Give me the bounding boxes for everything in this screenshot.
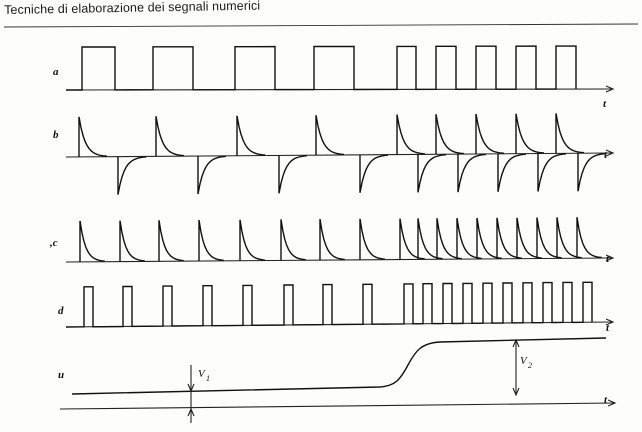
header-rule <box>3 23 639 28</box>
trace-c-arrowhead <box>605 254 615 262</box>
trace-u-axis-label: t <box>604 394 608 406</box>
trace-d-arrowhead <box>605 318 615 326</box>
trace-d-label: d <box>58 305 64 317</box>
trace-d-pulse-train <box>65 281 593 328</box>
v2-subscript: 2 <box>528 361 532 370</box>
trace-c-unipolar-spikes <box>79 217 602 262</box>
trace-u-step-level <box>71 337 607 395</box>
trace-u-label: u <box>58 369 64 381</box>
trace-c-axis-label: t <box>606 253 610 265</box>
trace-u-baseline <box>59 402 615 410</box>
v2-label: V <box>520 355 528 367</box>
trace-b-baseline <box>65 152 613 158</box>
trace-b-bipolar-spikes <box>78 113 607 195</box>
trace-a-arrowhead <box>605 85 615 93</box>
v1-dimension-marker <box>187 365 195 423</box>
trace-u-arrowhead <box>607 399 617 407</box>
trace-d-axis-label: t <box>606 322 610 334</box>
trace-b-axis-label: t <box>604 149 608 161</box>
v1-label: V <box>198 368 206 380</box>
trace-a-label: a <box>53 66 59 78</box>
trace-c-label: ,c <box>49 237 58 249</box>
v2-dimension-marker <box>512 338 520 397</box>
trace-b-label: b <box>53 129 59 141</box>
trace-a-baseline <box>65 88 613 91</box>
trace-a-axis-label: t <box>603 98 607 110</box>
trace-a-square-wave <box>66 45 577 91</box>
trace-b-arrowhead <box>605 149 615 157</box>
v1-subscript: 1 <box>206 374 210 383</box>
